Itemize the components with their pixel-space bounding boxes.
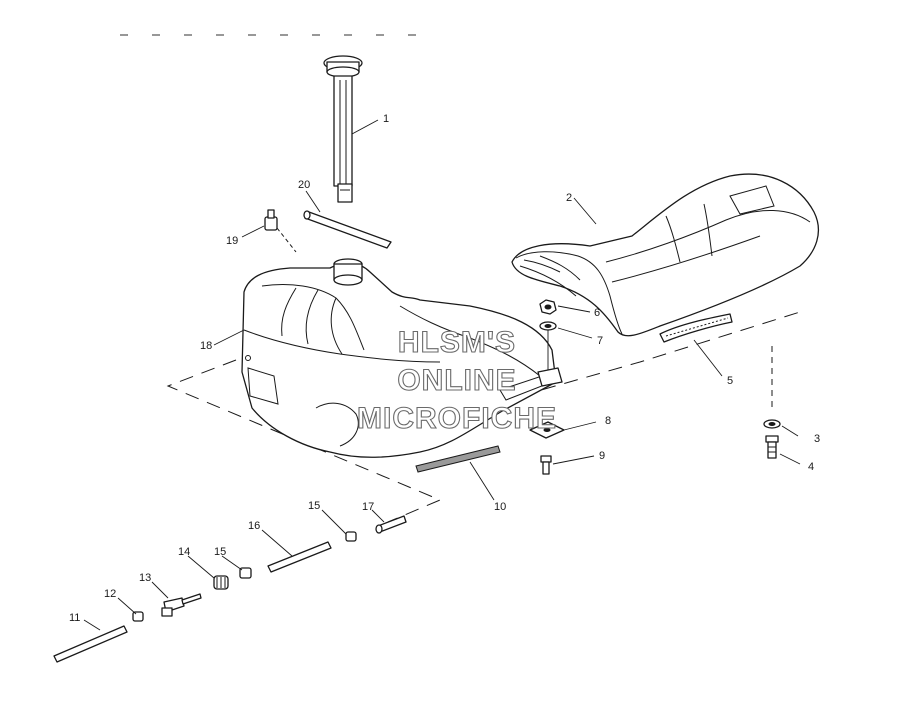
callout-12: 12 bbox=[104, 588, 116, 600]
callout-16: 16 bbox=[248, 520, 260, 532]
callout-13: 13 bbox=[139, 572, 151, 584]
bushing-part bbox=[132, 611, 144, 622]
strip-part bbox=[415, 445, 501, 473]
callout-14: 14 bbox=[178, 546, 190, 558]
washer-upper-part bbox=[537, 321, 563, 387]
callout-9: 9 bbox=[599, 450, 605, 462]
pin-part bbox=[375, 515, 407, 534]
leader-lines bbox=[83, 119, 801, 631]
watermark-line-3: MICROFICHE bbox=[357, 402, 557, 435]
fuel-tank-part bbox=[241, 258, 557, 458]
callout-11: 11 bbox=[69, 612, 80, 624]
spacer-upper-part bbox=[345, 531, 357, 542]
callout-2: 2 bbox=[566, 192, 572, 204]
spacer-lower-part bbox=[239, 567, 252, 579]
callout-1: 1 bbox=[383, 113, 389, 125]
watermark: HLSM'S ONLINE MICROFICHE bbox=[356, 325, 557, 435]
vent-tube-part bbox=[303, 210, 392, 249]
spring-part bbox=[213, 575, 229, 590]
bolt-right-part bbox=[765, 435, 779, 459]
callout-20: 20 bbox=[298, 179, 310, 191]
callout-15-upper: 15 bbox=[308, 500, 320, 512]
callout-7: 7 bbox=[597, 335, 603, 347]
callout-4: 4 bbox=[808, 461, 814, 473]
callout-18: 18 bbox=[200, 340, 212, 352]
nut-part bbox=[539, 299, 557, 315]
rod-part bbox=[267, 541, 332, 573]
lever-part bbox=[161, 593, 202, 617]
vent-valve-part bbox=[264, 209, 297, 253]
callout-5: 5 bbox=[727, 375, 733, 387]
seat-strap-part bbox=[659, 313, 733, 343]
callout-3: 3 bbox=[814, 433, 820, 445]
callout-15-lower: 15 bbox=[214, 546, 226, 558]
callout-labels: 1 2 3 4 5 6 7 8 9 10 11 12 13 14 15 15 1… bbox=[69, 113, 820, 624]
washer-right-part bbox=[763, 419, 781, 429]
fuel-sender-part bbox=[323, 55, 363, 203]
callout-8: 8 bbox=[605, 415, 611, 427]
callout-10: 10 bbox=[494, 501, 506, 513]
watermark-line-2: ONLINE bbox=[397, 364, 516, 397]
seat-part bbox=[511, 173, 820, 337]
callout-19: 19 bbox=[226, 235, 238, 247]
bolt-lower-part bbox=[540, 455, 552, 475]
callout-6: 6 bbox=[594, 307, 600, 319]
shaft-part bbox=[53, 625, 128, 663]
watermark-line-1: HLSM'S bbox=[398, 326, 516, 359]
callout-17: 17 bbox=[362, 501, 374, 513]
